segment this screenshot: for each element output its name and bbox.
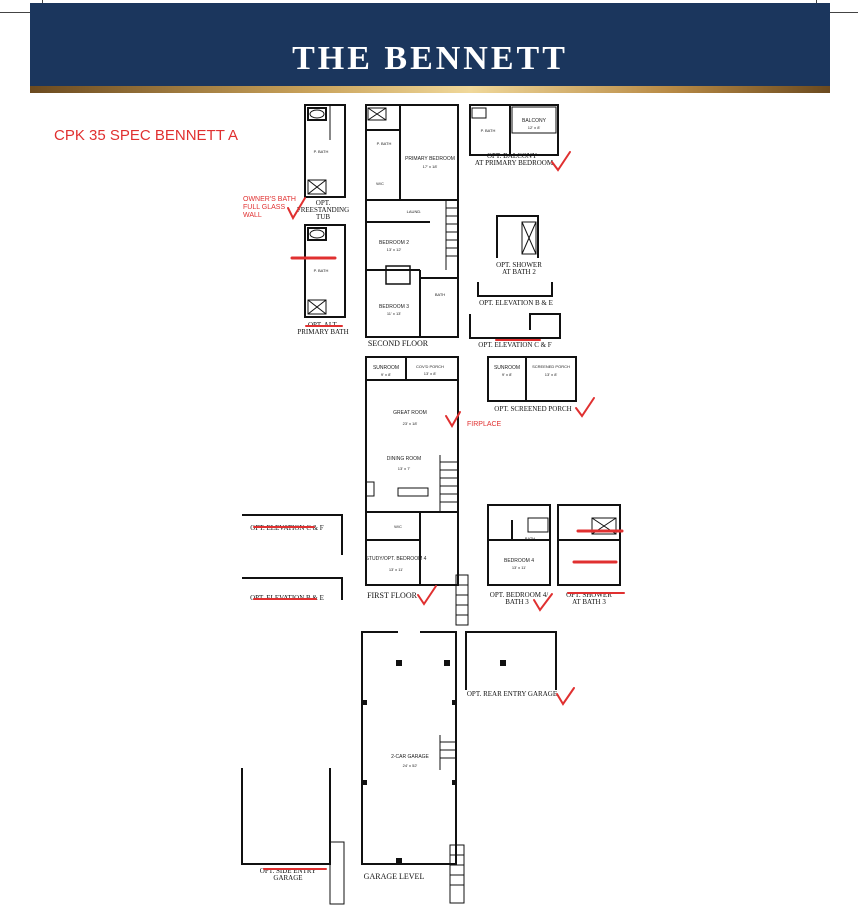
label-bedroom4-bath3-2: BATH 3 bbox=[505, 598, 529, 606]
check-mark-icon bbox=[287, 197, 306, 221]
alt-primary-bath-plan bbox=[304, 224, 346, 318]
title-banner: THE BENNETT bbox=[30, 3, 830, 89]
label-first-floor: FIRST FLOOR bbox=[367, 591, 418, 600]
room-sunroom-opt: SUNROOM bbox=[494, 365, 520, 371]
note-owners-bath-1: OWNER'S BATH bbox=[243, 196, 296, 203]
room-bedroom3-size: 11' x 13' bbox=[387, 311, 402, 316]
label-bedroom4-bath3-1: OPT. BEDROOM 4/ bbox=[490, 591, 548, 599]
label-freestanding-tub-2: FREESTANDING bbox=[297, 206, 349, 214]
room-bedroom2-size: 13' x 12' bbox=[387, 247, 402, 252]
room-sunroom-size: 9' x 8' bbox=[381, 372, 391, 377]
label-second-floor: SECOND FLOOR bbox=[368, 339, 429, 348]
room-p-bath-alt: P. BATH bbox=[314, 268, 329, 273]
note-owners-bath-2: FULL GLASS bbox=[243, 204, 285, 211]
room-balcony-size: 12' x 8' bbox=[528, 125, 541, 130]
room-great-room: GREAT ROOM bbox=[393, 410, 427, 416]
gold-divider bbox=[30, 86, 830, 93]
room-garage-size: 24' x 52' bbox=[403, 763, 418, 768]
freestanding-tub-plan bbox=[304, 104, 346, 198]
room-great-room-size: 23' x 18' bbox=[403, 421, 418, 426]
elevation-cf-upper-plan bbox=[469, 313, 561, 339]
label-shower-bath2-1: OPT. SHOWER bbox=[496, 261, 542, 269]
label-side-entry-garage-1: OPT. SIDE ENTRY bbox=[260, 867, 316, 875]
label-shower-bath3-2: AT BATH 3 bbox=[572, 598, 606, 606]
room-p-bath-balcony: P. BATH bbox=[481, 128, 496, 133]
elevation-cf-lower-plan bbox=[242, 514, 343, 555]
label-shower-bath2-2: AT BATH 2 bbox=[502, 268, 536, 276]
room-bedroom2: BEDROOM 2 bbox=[379, 240, 409, 246]
label-elevation-cf-upper: OPT. ELEVATION C & F bbox=[478, 341, 552, 349]
room-bath-3: BATH bbox=[525, 536, 535, 541]
room-laundry: LAUND. bbox=[407, 209, 422, 214]
label-screened-porch: OPT. SCREENED PORCH bbox=[494, 405, 571, 413]
room-garage: 2-CAR GARAGE bbox=[391, 754, 429, 760]
room-bedroom3: BEDROOM 3 bbox=[379, 304, 409, 310]
label-side-entry-garage-2: GARAGE bbox=[273, 874, 302, 882]
room-sunroom-opt-size: 9' x 8' bbox=[502, 372, 512, 377]
crop-mark bbox=[830, 12, 858, 13]
room-p-bath: P. BATH bbox=[377, 141, 392, 146]
second-floor-plan bbox=[365, 104, 459, 338]
first-floor-plan bbox=[365, 356, 469, 626]
shower-bath3-plan bbox=[557, 504, 621, 586]
note-fireplace: FIRPLACE bbox=[467, 421, 502, 428]
label-balcony-1: OPT. BALCONY bbox=[487, 152, 537, 160]
check-mark-icon bbox=[575, 397, 595, 418]
room-wic: W/C bbox=[376, 181, 384, 186]
elevation-be-lower-plan bbox=[242, 577, 343, 600]
room-dining-room: DINING ROOM bbox=[387, 456, 421, 462]
balcony-plan bbox=[469, 104, 559, 156]
page-title: THE BENNETT bbox=[292, 40, 568, 77]
rear-entry-garage-plan bbox=[465, 631, 557, 690]
elevation-be-upper-plan bbox=[477, 282, 553, 297]
room-screened-porch-size: 13' x 8' bbox=[545, 372, 558, 377]
check-mark-icon bbox=[533, 593, 553, 612]
label-alt-primary-bath-2: PRIMARY BATH bbox=[297, 328, 348, 336]
room-dining-room-size: 13' x 7' bbox=[398, 466, 411, 471]
room-covered-porch: COV'D PORCH bbox=[416, 364, 444, 369]
check-mark-icon bbox=[417, 585, 437, 606]
room-bedroom4-size: 13' x 11' bbox=[512, 565, 527, 570]
label-elevation-be-upper: OPT. ELEVATION B & E bbox=[479, 299, 553, 307]
label-balcony-2: AT PRIMARY BEDROOM bbox=[475, 159, 554, 167]
room-sunroom: SUNROOM bbox=[373, 365, 399, 371]
label-freestanding-tub-3: TUB bbox=[316, 213, 330, 221]
side-entry-garage-plan bbox=[241, 768, 345, 905]
room-p-bath-tub: P. BATH bbox=[314, 149, 329, 154]
crop-mark bbox=[0, 12, 30, 13]
note-owners-bath-3: WALL bbox=[243, 212, 262, 219]
check-mark-icon bbox=[551, 151, 571, 172]
room-wic-first: W/C bbox=[394, 524, 402, 529]
shower-bath2-plan bbox=[496, 215, 539, 258]
label-rear-entry-garage: OPT. REAR ENTRY GARAGE bbox=[467, 690, 557, 698]
room-study: STUDY/OPT. BEDROOM 4 bbox=[366, 556, 427, 562]
room-study-size: 13' x 11' bbox=[389, 567, 404, 572]
room-bedroom4: BEDROOM 4 bbox=[504, 558, 534, 564]
room-covered-porch-size: 13' x 8' bbox=[424, 371, 437, 376]
check-mark-icon bbox=[556, 687, 575, 706]
garage-level-plan bbox=[361, 630, 465, 904]
room-balcony: BALCONY bbox=[522, 118, 547, 124]
room-primary-bedroom: PRIMARY BEDROOM bbox=[405, 156, 455, 162]
label-shower-bath3-1: OPT. SHOWER bbox=[566, 591, 612, 599]
room-primary-bedroom-size: 17' x 18' bbox=[423, 164, 438, 169]
check-mark-icon bbox=[445, 411, 461, 428]
bedroom4-bath3-plan bbox=[487, 504, 551, 586]
label-freestanding-tub-1: OPT. bbox=[316, 199, 331, 207]
spec-label: CPK 35 SPEC BENNETT A bbox=[54, 127, 238, 144]
label-garage-level: GARAGE LEVEL bbox=[364, 872, 425, 881]
screened-porch-plan bbox=[487, 356, 577, 402]
room-bath-2: BATH bbox=[435, 292, 445, 297]
room-screened-porch: SCREENED PORCH bbox=[532, 364, 570, 369]
